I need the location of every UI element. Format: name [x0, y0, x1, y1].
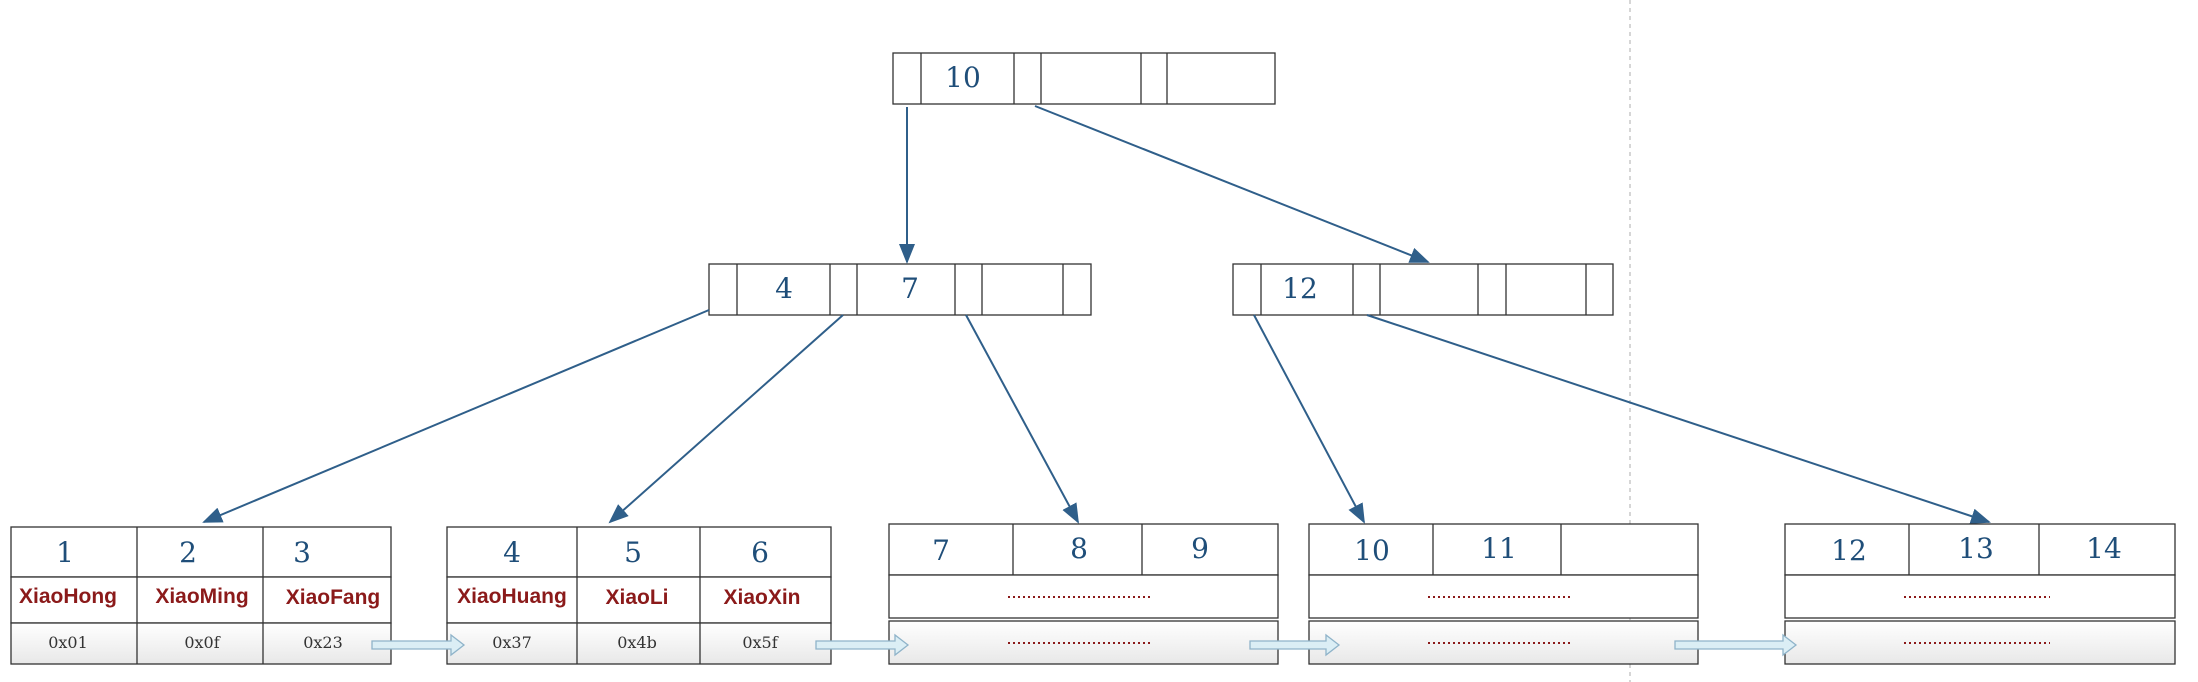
internal-key: 12 [1282, 272, 1318, 305]
root-key: 10 [945, 61, 981, 94]
leaf-key: 12 [1831, 534, 1867, 567]
leaf-key: 8 [1070, 532, 1088, 565]
leaf-name: XiaoHuang [457, 585, 567, 608]
leaf-address: 0x5f [742, 633, 778, 652]
leaf-key: 11 [1481, 532, 1517, 565]
leaf-link-arrow [815, 633, 910, 657]
leaf-link-arrow [371, 633, 466, 657]
leaf-node-3: 7 8 9 [888, 523, 1279, 665]
leaf-node-1: 1 2 3 XiaoHong XiaoMing XiaoFang 0x01 0x… [10, 526, 392, 665]
arrow-to-leaf-5 [1366, 314, 1991, 524]
leaf-link-arrow [1249, 633, 1341, 657]
leaf-key: 13 [1958, 532, 1994, 565]
arrow-to-leaf-3 [965, 314, 1079, 524]
arrow-root-to-right [1034, 105, 1430, 263]
leaf-key: 14 [2086, 532, 2122, 565]
root-node: 10 [892, 52, 1276, 105]
arrow-to-leaf-1 [202, 309, 710, 523]
leaf-node-2: 4 5 6 XiaoHuang XiaoLi XiaoXin 0x37 0x4b… [446, 526, 832, 665]
leaf-key: 10 [1354, 534, 1390, 567]
leaf-key: 3 [293, 536, 311, 569]
arrow-to-leaf-2 [608, 314, 844, 524]
arrow-to-leaf-4 [1253, 314, 1365, 524]
leaf-key: 5 [624, 536, 642, 569]
leaf-node-4: 10 11 [1308, 523, 1699, 665]
leaf-address: 0x37 [492, 633, 532, 652]
leaf-key: 2 [179, 536, 197, 569]
leaf-name: XiaoFang [286, 586, 381, 609]
leaf-name: XiaoMing [155, 585, 248, 608]
leaf-node-5: 12 13 14 [1784, 523, 2176, 665]
leaf-address: 0x0f [184, 633, 220, 652]
internal-key: 4 [775, 272, 793, 305]
internal-node-left: 4 7 [708, 263, 1092, 316]
leaf-address: 0x01 [48, 633, 88, 652]
leaf-name: XiaoLi [605, 586, 668, 609]
leaf-name: XiaoXin [723, 586, 800, 609]
leaf-link-arrow [1674, 633, 1798, 657]
internal-key: 7 [901, 272, 919, 305]
leaf-key: 6 [751, 536, 769, 569]
leaf-key: 9 [1191, 532, 1209, 565]
pointer-arrows [202, 105, 1991, 524]
internal-node-right: 12 [1232, 263, 1614, 316]
leaf-key: 1 [56, 536, 74, 569]
leaf-address: 0x4b [617, 633, 657, 652]
leaf-address: 0x23 [303, 633, 343, 652]
leaf-key: 4 [503, 536, 521, 569]
leaf-name: XiaoHong [19, 585, 117, 608]
leaf-link-arrows [371, 633, 1798, 657]
leaf-key: 7 [932, 534, 950, 567]
